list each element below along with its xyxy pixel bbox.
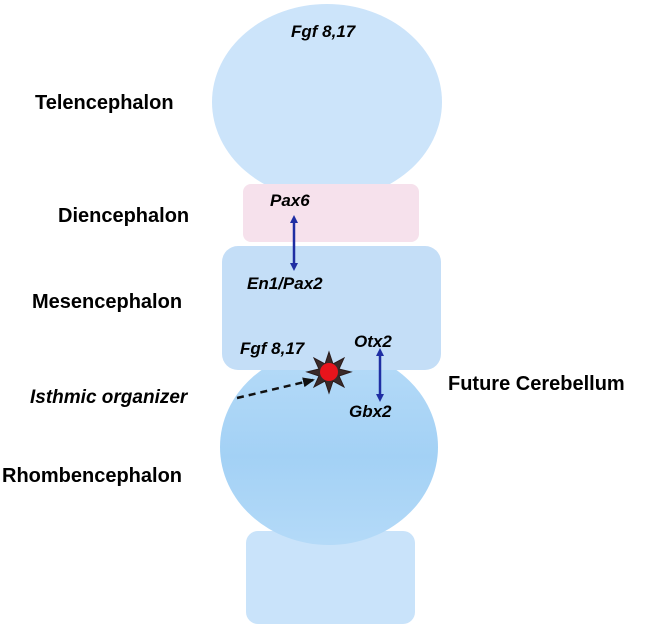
mesencephalon-shape bbox=[222, 246, 441, 370]
fgf-telencephalon-label: Fgf 8,17 bbox=[291, 22, 356, 41]
isthmic-organizer-label: Isthmic organizer bbox=[30, 387, 188, 408]
rhombencephalon-label: Rhombencephalon bbox=[2, 465, 183, 487]
isthmic-organizer-star-icon bbox=[305, 350, 353, 395]
otx2-label: Otx2 bbox=[354, 332, 392, 351]
fgf-isthmus-label: Fgf 8,17 bbox=[240, 339, 305, 358]
diencephalon-label: Diencephalon bbox=[58, 205, 190, 227]
isthmic-organizer-dashed-arrow bbox=[236, 377, 315, 400]
telencephalon-shape bbox=[212, 4, 442, 200]
telencephalon-label: Telencephalon bbox=[35, 92, 174, 114]
spinal-cord-segment bbox=[246, 531, 415, 624]
mesencephalon-label: Mesencephalon bbox=[32, 291, 183, 313]
diencephalon-shape bbox=[243, 184, 419, 242]
gbx2-label: Gbx2 bbox=[349, 402, 392, 421]
en1-pax2-label: En1/Pax2 bbox=[247, 274, 323, 293]
future-cerebellum-label: Future Cerebellum bbox=[448, 373, 625, 395]
pax6-label: Pax6 bbox=[270, 191, 310, 210]
